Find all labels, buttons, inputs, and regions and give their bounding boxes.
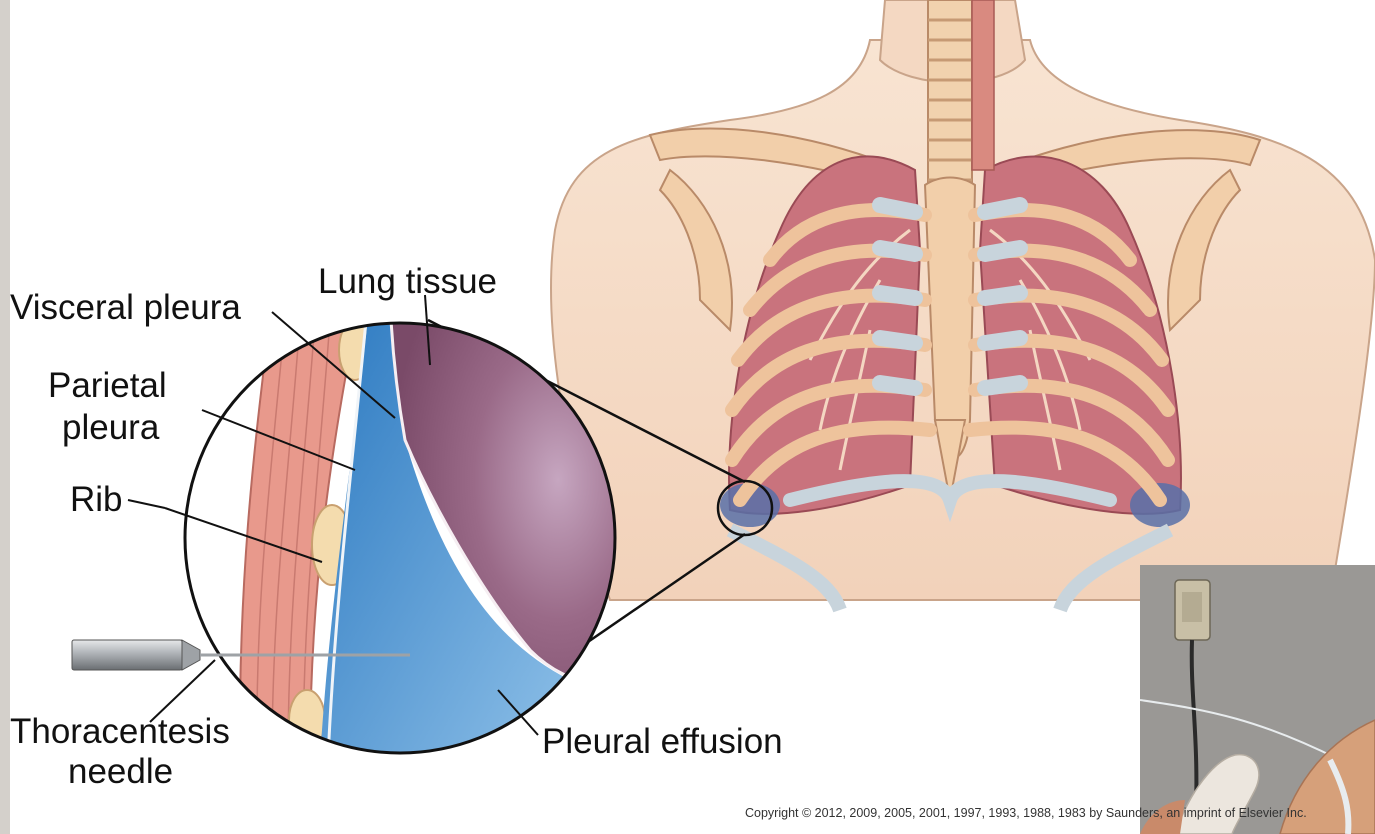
label-thoracentesis-line1: Thoracentesis [10,712,230,752]
thoracentesis-illustration [10,0,1375,834]
slide: Lung tissue Visceral pleura Parietal ple… [10,0,1375,834]
label-parietal-pleura-line2: pleura [62,408,159,448]
procedure-photo [1140,565,1375,834]
thoracentesis-needle [72,640,230,670]
label-parietal-pleura-line1: Parietal [48,366,167,406]
copyright-notice: Copyright © 2012, 2009, 2005, 2001, 1997… [745,806,1307,820]
label-rib: Rib [70,480,123,520]
trachea [928,0,994,190]
label-thoracentesis-line2: needle [68,752,173,792]
label-pleural-effusion: Pleural effusion [542,722,783,762]
label-lung-tissue: Lung tissue [318,262,497,302]
label-visceral-pleura: Visceral pleura [10,288,241,328]
